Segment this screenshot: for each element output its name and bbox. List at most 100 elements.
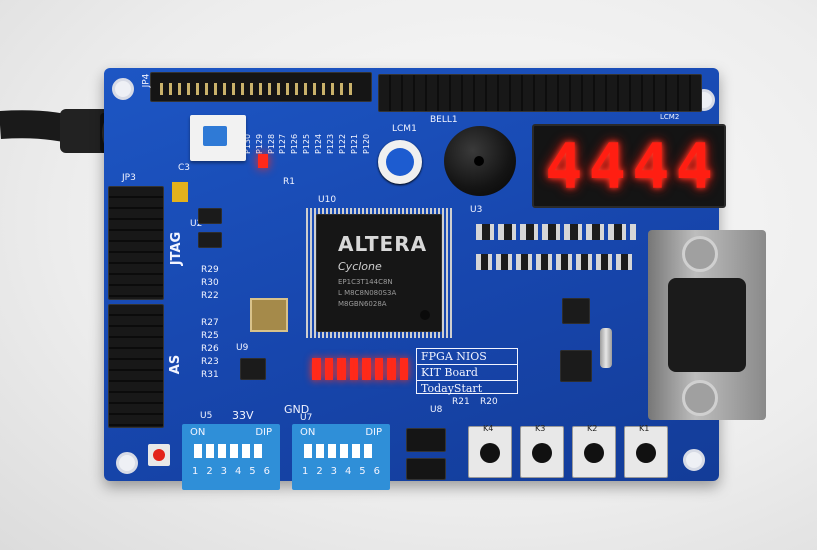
board-title-line3: TodayStart (421, 382, 483, 395)
chip-part: EP1C3T144C8N (338, 278, 393, 286)
led (349, 358, 358, 380)
dip-number: 6 (263, 466, 270, 477)
key-cap[interactable] (636, 443, 656, 463)
pin-label: P126 (290, 133, 300, 154)
crystal-oscillator (250, 298, 288, 332)
chip-line2: L M8C8N080S3A (338, 289, 397, 297)
buzzer-hole (474, 156, 484, 166)
resistor-label: R22 (201, 291, 219, 301)
power-switch[interactable] (190, 115, 246, 161)
resistor-label: R31 (201, 370, 219, 380)
dip-toggle[interactable] (242, 444, 250, 458)
resistor-label: R26 (201, 344, 219, 354)
dip-toggle[interactable] (254, 444, 262, 458)
key-label: K4 (483, 424, 494, 433)
key-k2[interactable]: K2 (572, 424, 616, 478)
key-cap[interactable] (532, 443, 552, 463)
tantalum-cap (172, 182, 188, 202)
dip-toggle[interactable] (304, 444, 312, 458)
db9-body (668, 278, 746, 372)
regulator-chip (198, 208, 222, 224)
r21-label: R21 (452, 397, 470, 407)
dip-number: 3 (330, 466, 337, 477)
key-cap[interactable] (480, 443, 500, 463)
r20-label: R20 (480, 397, 498, 407)
pin-header-as (108, 304, 164, 428)
key-k1[interactable]: K1 (624, 425, 668, 478)
mount-hole (116, 452, 138, 474)
dip-toggle[interactable] (352, 444, 360, 458)
key-label: K3 (535, 424, 546, 433)
u3-label: U3 (470, 205, 483, 215)
key-k4[interactable]: K4 (468, 424, 512, 478)
dip-toggle[interactable] (340, 444, 348, 458)
db9-screw (682, 236, 718, 272)
u7-label: U7 (300, 413, 313, 423)
dip-number: 4 (344, 466, 352, 477)
dip-switch-2[interactable]: ON DIP 1 2 3 4 5 6 (292, 424, 390, 490)
led (374, 358, 383, 380)
c3-label: C3 (178, 163, 191, 173)
dip-toggle[interactable] (194, 444, 202, 458)
resistor-label: R30 (201, 278, 219, 288)
lcm1-label: LCM1 (392, 124, 417, 134)
resistor-label-column: R29 R30 R22 R27 R25 R26 R23 R31 (201, 266, 219, 380)
dip-toggle[interactable] (230, 444, 238, 458)
resistor-label: R27 (201, 318, 219, 328)
dip-toggle[interactable] (364, 444, 372, 458)
resistor-label: R25 (201, 331, 219, 341)
dip-label: DIP (365, 427, 382, 438)
dip-number: 2 (316, 466, 323, 477)
seven-segment-display: 4 4 4 4 (532, 124, 726, 208)
gnd-label: GND (284, 403, 310, 416)
led (387, 358, 396, 380)
pin-label: P124 (314, 133, 324, 154)
dip-toggle[interactable] (206, 444, 214, 458)
pin-label: P123 (326, 133, 336, 154)
dip-number: 3 (220, 466, 227, 477)
dip-number: 6 (373, 466, 380, 477)
pin-header-lcm2 (378, 74, 702, 112)
pushbutton-row: K4 K3 K2 K1 (468, 424, 668, 482)
power-switch-knob[interactable] (203, 126, 227, 146)
key-cap[interactable] (584, 443, 604, 463)
key-k3[interactable]: K3 (520, 424, 564, 478)
r1-label: R1 (283, 177, 295, 187)
max232-ic (560, 350, 592, 382)
db9-screw (682, 380, 718, 416)
db9-connector[interactable] (648, 230, 766, 420)
dip-on-label: ON (300, 427, 316, 438)
led (399, 358, 408, 380)
potentiometer[interactable] (378, 140, 422, 184)
dip-toggle[interactable] (316, 444, 324, 458)
dip-toggle[interactable] (328, 444, 336, 458)
resistor-label: R29 (201, 265, 219, 275)
potentiometer-dial[interactable] (386, 148, 414, 176)
small-header (406, 458, 446, 480)
chip-brand: ALTERA (338, 232, 428, 256)
dip-switch-1[interactable]: ON DIP 1 2 3 4 5 6 (182, 424, 280, 490)
fpga-chip: ALTERA Cyclone EP1C3T144C8N L M8C8N080S3… (316, 214, 442, 332)
reset-button[interactable] (153, 449, 165, 461)
lcm2-label: LCM2 (660, 113, 680, 121)
dip-number: 4 (234, 466, 242, 477)
u9-label: U9 (236, 343, 249, 353)
dip-toggle[interactable] (218, 444, 226, 458)
board-title-line1: FPGA NIOS (417, 349, 517, 365)
u2-label: U2 (190, 219, 203, 229)
jp3-label: JP3 (122, 173, 136, 183)
dip-on-label: ON (190, 427, 206, 438)
resistor-array (476, 254, 636, 270)
pin1-dot (420, 310, 430, 320)
small-ic (562, 298, 590, 324)
led (362, 358, 371, 380)
dip-number: 5 (249, 466, 256, 477)
dip-number: 1 (302, 466, 309, 477)
chip-line3: M8GBN6028A (338, 300, 387, 308)
dip-number: 1 (192, 466, 199, 477)
reset-button-base[interactable] (148, 444, 170, 466)
pin-label: P122 (338, 133, 348, 154)
key-label: K2 (587, 424, 598, 433)
jtag-label: JTAG (169, 231, 185, 266)
